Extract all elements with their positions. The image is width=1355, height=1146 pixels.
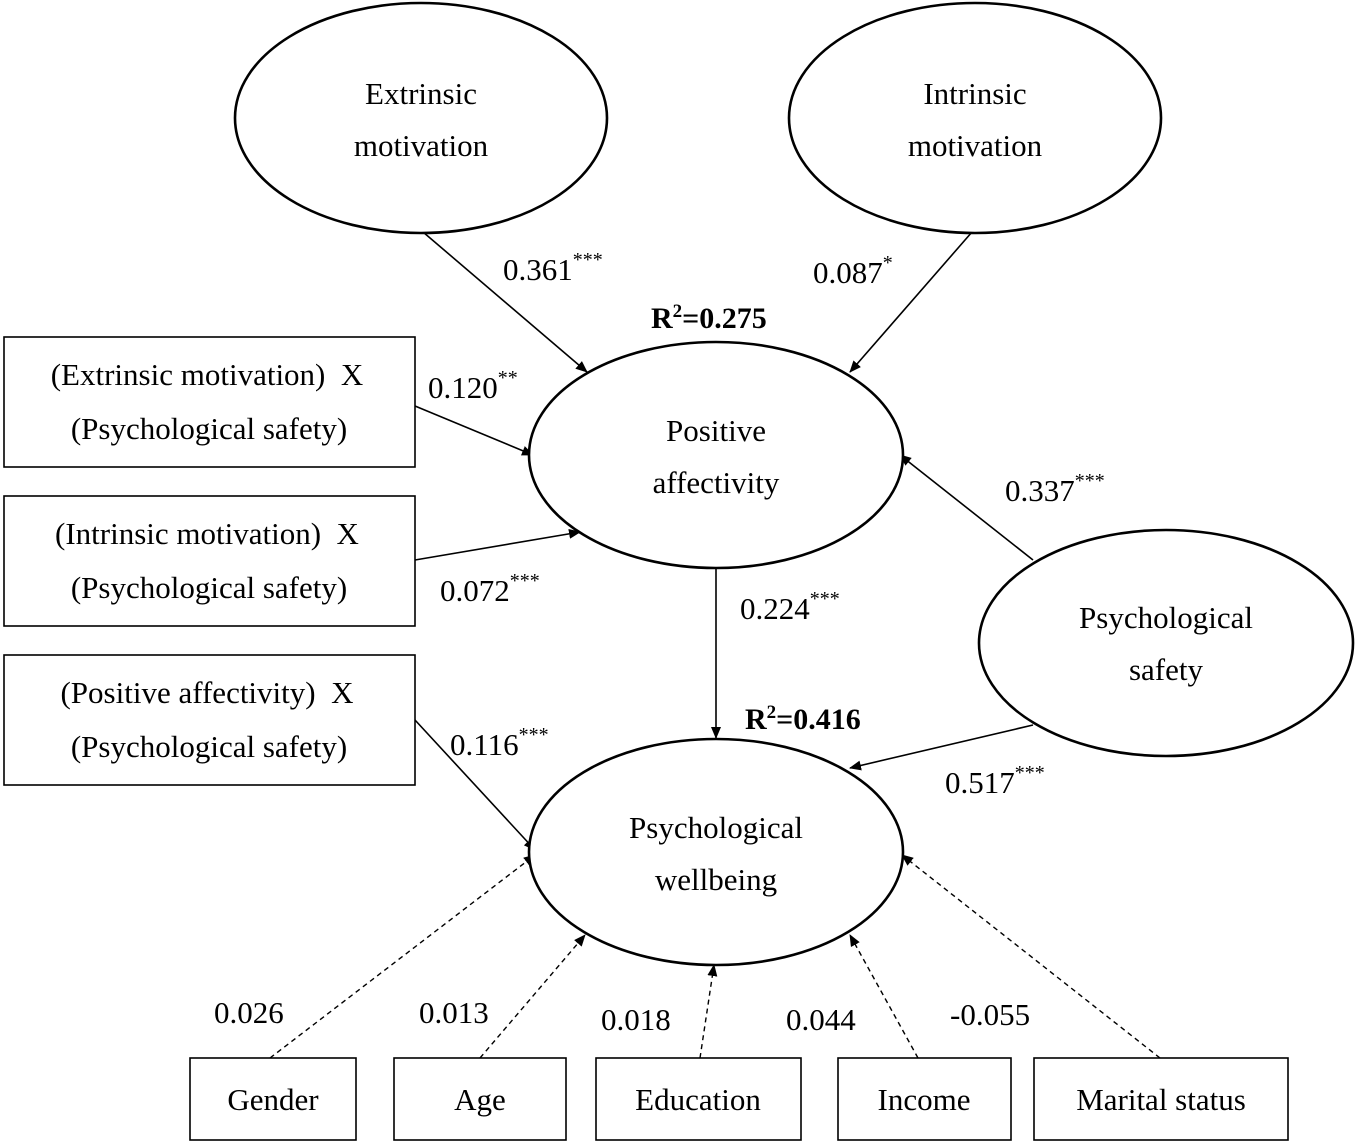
box-label-line: (Psychological safety) [71,411,347,446]
edge-pa-ps-to-wellbeing [414,719,536,851]
edge-education-to-wellbeing [699,964,718,1059]
coef-positive-wellbeing: 0.224*** [740,588,840,626]
box-label-line: (Psychological safety) [71,570,347,605]
control-label: Marital status [1076,1082,1246,1117]
r2-positive-affectivity: R2=0.275 [651,301,767,335]
node-label-line: safety [1129,652,1204,687]
coef-gender-wellbeing: 0.026 [214,995,284,1030]
edge-em-ps-to-positive [414,405,534,456]
box-positive-x-safety: (Positive affectivity) X (Psychological … [3,654,416,786]
box-label-line: (Psychological safety) [71,729,347,764]
coef-im-ps-positive: 0.072*** [440,570,540,608]
box-label-line: (Intrinsic motivation) X [55,516,359,551]
box-income: Income [837,1057,1012,1141]
box-label-line: (Positive affectivity) X [60,675,353,710]
node-psychological-safety: Psychological safety [977,528,1355,758]
coef-safety-wellbeing: 0.517*** [945,762,1045,800]
box-marital-status: Marital status [1033,1057,1289,1141]
edge-age-to-wellbeing [479,934,586,1059]
node-positive-affectivity: Positive affectivity [527,340,905,570]
control-label: Income [878,1082,971,1117]
coef-intrinsic-positive: 0.087* [813,252,893,290]
node-label-line: Positive [666,413,766,448]
coef-extrinsic-positive: 0.361*** [503,249,603,287]
node-label-line: motivation [908,128,1043,163]
r2-psychological-wellbeing: R2=0.416 [745,702,861,736]
control-label: Gender [227,1082,319,1117]
box-extrinsic-x-safety: (Extrinsic motivation) X (Psychological … [3,336,416,468]
box-education: Education [595,1057,802,1141]
coef-education-wellbeing: 0.018 [601,1002,671,1037]
node-label-line: Psychological [629,810,803,845]
node-label-line: Extrinsic [365,76,477,111]
edge-gender-to-wellbeing [269,854,536,1059]
node-psychological-wellbeing: Psychological wellbeing [527,737,905,967]
edge-intrinsic-to-positive [849,231,973,373]
coef-income-wellbeing: 0.044 [786,1002,856,1037]
node-label-line: Psychological [1079,600,1253,635]
box-intrinsic-x-safety: (Intrinsic motivation) X (Psychological … [3,495,416,627]
coef-marital-wellbeing: -0.055 [950,997,1030,1032]
node-intrinsic-motivation: Intrinsic motivation [787,1,1163,235]
coef-age-wellbeing: 0.013 [419,995,489,1030]
edge-im-ps-to-positive [414,528,581,561]
node-label-line: wellbeing [655,862,777,897]
coef-pa-ps-wellbeing: 0.116*** [450,724,549,762]
paths-dashed [269,854,1161,1059]
paths-solid [414,231,1034,851]
edge-income-to-wellbeing [849,934,919,1059]
node-extrinsic-motivation: Extrinsic motivation [233,1,609,235]
edge-marital-to-wellbeing [901,854,1161,1059]
node-label-line: affectivity [653,465,780,500]
coef-em-ps-positive: 0.120** [428,367,518,405]
coef-safety-positive: 0.337*** [1005,470,1105,508]
box-age: Age [393,1057,567,1141]
edge-safety-to-wellbeing [849,724,1034,771]
box-gender: Gender [189,1057,357,1141]
edge-safety-to-positive [899,454,1034,561]
edge-extrinsic-to-positive [422,231,588,373]
control-label: Age [454,1082,506,1117]
node-label-line: Intrinsic [923,76,1026,111]
box-label-line: (Extrinsic motivation) X [51,357,364,392]
control-label: Education [635,1082,761,1117]
node-label-line: motivation [354,128,489,163]
